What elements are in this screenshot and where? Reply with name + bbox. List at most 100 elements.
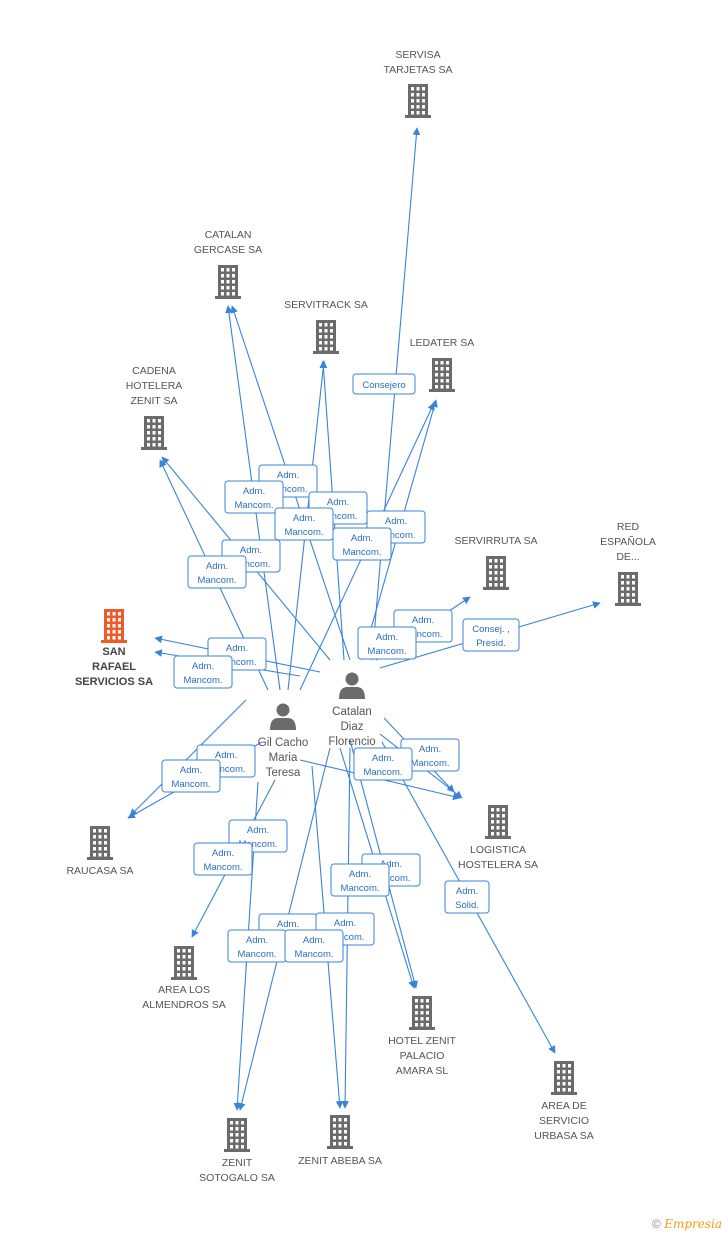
- person-label: Gil Cacho: [258, 737, 309, 749]
- relation-label: Adm. Mancom.: [224, 480, 284, 514]
- relation-label-text: Mancom.: [234, 500, 273, 511]
- relation-label: Adm. Mancom.: [161, 759, 221, 793]
- building-icon: [141, 416, 167, 450]
- relation-label-text: Adm.: [180, 765, 202, 776]
- relation-label-text: Adm.: [277, 919, 299, 930]
- relation-label-text: Adm.: [412, 615, 434, 626]
- relation-label-text: Mancom.: [376, 530, 415, 541]
- company-label: RED: [617, 521, 640, 533]
- company-node-raucasa[interactable]: RAUCASA SA: [66, 826, 134, 877]
- company-label: SERVICIOS SA: [75, 676, 153, 688]
- company-node-ledater[interactable]: LEDATER SA: [410, 337, 475, 392]
- relation-label-text: Mancom.: [403, 629, 442, 640]
- relation-label-text: Mancom.: [171, 779, 210, 790]
- company-label: ALMENDROS SA: [142, 999, 225, 1011]
- company-label: ZENIT: [222, 1157, 253, 1169]
- person-icon: [339, 672, 365, 699]
- relation-label: Adm.Mancom.: [284, 929, 344, 963]
- relation-label: Adm.Mancom.: [193, 842, 253, 876]
- company-node-servitrack[interactable]: SERVITRACK SA: [284, 299, 368, 354]
- relation-label-text: Adm.: [192, 661, 214, 672]
- relation-label-text: Adm.: [380, 859, 402, 870]
- relation-edge-24: [129, 699, 247, 817]
- footer-brand: © Empresia: [652, 1217, 722, 1231]
- relation-label-text: Mancom.: [363, 767, 402, 778]
- relation-label-text: Adm.: [243, 486, 265, 497]
- relation-label-text: Consejero: [362, 380, 405, 391]
- relation-label-text: Adm.: [349, 869, 371, 880]
- company-label: LEDATER SA: [410, 337, 475, 349]
- relation-label-text: Mancom.: [231, 559, 270, 570]
- relation-label-text: Mancom.: [410, 758, 449, 769]
- relation-labels-layer: ConsejeroAdm.Mancom.Adm.Mancom.Adm.Manco…: [161, 373, 520, 963]
- relation-label-text: Adm.: [351, 533, 373, 544]
- relation-label-text: Adm.: [240, 545, 262, 556]
- company-label: SERVISA: [395, 49, 440, 61]
- relation-label-text: Adm.: [376, 632, 398, 643]
- company-label: SERVICIO: [539, 1115, 589, 1127]
- company-label: HOTELERA: [126, 380, 183, 392]
- relation-label-text: Consej. ,: [472, 624, 510, 635]
- relation-label: Adm. Mancom.: [357, 626, 417, 660]
- company-node-servirruta[interactable]: SERVIRRUTA SA: [454, 535, 538, 590]
- relation-label: Adm. Mancom.: [227, 929, 287, 963]
- company-node-san-rafael[interactable]: SAN RAFAEL SERVICIOS SA: [75, 609, 153, 688]
- building-icon: [215, 265, 241, 299]
- company-label: DE...: [616, 551, 639, 563]
- relation-label: Adm. Mancom.: [173, 655, 233, 689]
- company-label: URBASA SA: [534, 1130, 594, 1142]
- building-icon: [485, 805, 511, 839]
- company-label: RAFAEL: [92, 661, 136, 673]
- relation-label-text: Mancom.: [237, 949, 276, 960]
- relation-label-text: Mancom.: [183, 675, 222, 686]
- company-label: TARJETAS SA: [383, 64, 452, 76]
- relation-label-text: Mancom.: [203, 862, 242, 873]
- company-label: CADENA: [132, 365, 176, 377]
- company-node-zenit-abeba[interactable]: ZENIT ABEBA SA: [298, 1115, 382, 1167]
- relation-label-text: Mancom.: [367, 646, 406, 657]
- company-label: CATALAN: [205, 229, 252, 241]
- company-label: SAN: [102, 646, 125, 658]
- building-icon: [551, 1061, 577, 1095]
- copyright-symbol: ©: [652, 1217, 661, 1231]
- relation-label-text: Adm.: [246, 935, 268, 946]
- building-icon: [327, 1115, 353, 1149]
- company-label: RAUCASA SA: [66, 865, 133, 877]
- relation-label-text: Mancom.: [206, 764, 245, 775]
- relation-label: Consejero: [352, 373, 416, 395]
- relation-label-text: Mancom.: [342, 547, 381, 558]
- relation-label: Adm.Mancom.: [330, 863, 390, 897]
- company-label: GERCASE SA: [194, 244, 262, 256]
- relation-label-text: Adm.: [303, 935, 325, 946]
- relation-label: Adm.Mancom.: [274, 507, 334, 541]
- building-icon: [483, 556, 509, 590]
- relation-label: Adm.Mancom.: [353, 747, 413, 781]
- company-label: AREA LOS: [158, 984, 210, 996]
- company-node-servisa[interactable]: SERVISA TARJETAS SA: [383, 49, 453, 118]
- company-node-area-almendros[interactable]: AREA LOS ALMENDROS SA: [142, 946, 226, 1011]
- brand-logo: Empresia: [664, 1217, 722, 1231]
- relation-label-text: Adm.: [327, 497, 349, 508]
- building-icon: [429, 358, 455, 392]
- relation-label-text: Mancom.: [284, 527, 323, 538]
- relation-label-text: Mancom.: [238, 839, 277, 850]
- company-label: LOGISTICA: [470, 844, 526, 856]
- building-icon: [615, 572, 641, 606]
- relation-label-text: Mancom.: [318, 511, 357, 522]
- company-node-red-espanola[interactable]: REDESPAÑOLADE...: [600, 521, 656, 606]
- company-node-catalan-gercase[interactable]: CATALAN GERCASE SA: [194, 229, 262, 299]
- person-label: Catalan: [332, 706, 372, 718]
- relation-label-text: Adm.: [277, 470, 299, 481]
- company-label: PALACIO: [400, 1050, 445, 1062]
- relation-label-text: Presid.: [476, 638, 506, 649]
- relation-label-text: Mancom.: [197, 575, 236, 586]
- relation-label-text: Adm.: [247, 825, 269, 836]
- relation-label-text: Adm.: [226, 643, 248, 654]
